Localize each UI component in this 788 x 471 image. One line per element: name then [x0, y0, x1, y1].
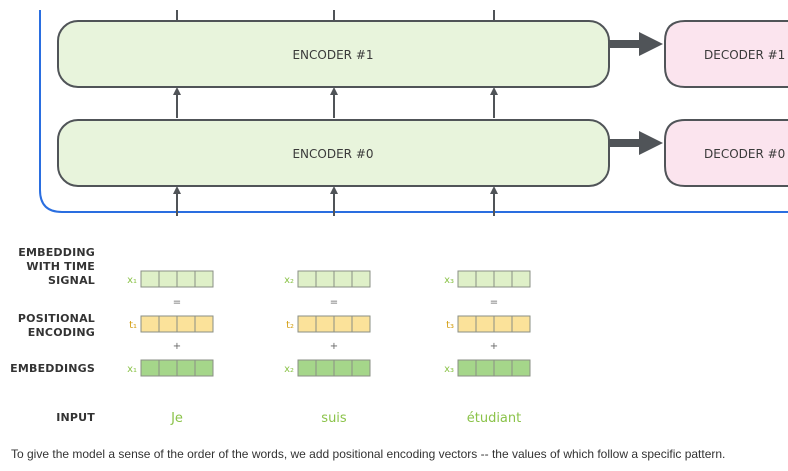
column-2: x₂ t₂ x₂ = + suis: [284, 270, 371, 426]
positional-vector-cell: [457, 315, 477, 333]
positional-vector-cell: [511, 315, 531, 333]
svg-text:WITH TIME: WITH TIME: [26, 260, 95, 273]
plus-sign: +: [330, 341, 338, 352]
sum-vector-cell: [457, 270, 477, 288]
positional-vector-cell: [351, 315, 371, 333]
sum-vector-cell: [511, 270, 531, 288]
embedding-vector-cell: [297, 359, 317, 377]
embedding-vector-cell: [351, 359, 371, 377]
sum-vector-cell: [493, 270, 513, 288]
embedding-vector-cell: [194, 359, 214, 377]
positional-vector-cell: [140, 315, 160, 333]
equals-sign: =: [330, 297, 338, 308]
embedding-vector-2: x₂: [284, 359, 371, 377]
column-1: x₁ t₁ x₁ = + Je: [127, 270, 214, 426]
svg-text:EMBEDDING: EMBEDDING: [18, 246, 95, 259]
svg-text:SIGNAL: SIGNAL: [48, 274, 95, 287]
embedding-vector-cell: [333, 359, 353, 377]
embedding-vector-label: x₃: [444, 364, 454, 375]
transformer-diagram: ENCODER #1 ENCODER #0 DECODER #1 DECODER…: [10, 10, 788, 426]
sum-vector-cell: [194, 270, 214, 288]
embedding-vector-cell: [140, 359, 160, 377]
plus-sign: +: [490, 341, 498, 352]
embedding-vector-cell: [475, 359, 495, 377]
sum-vector-cell: [140, 270, 160, 288]
svg-text:POSITIONAL: POSITIONAL: [18, 312, 95, 325]
column-3: x₃ t₃ x₃ = + étudiant: [444, 270, 531, 426]
positional-vector-cell: [176, 315, 196, 333]
embedding-vector-cell: [158, 359, 178, 377]
sum-vector-1: x₁: [127, 270, 214, 288]
decoder-1-label: DECODER #1: [704, 48, 785, 62]
input-word-1: Je: [170, 411, 183, 426]
positional-vector-1: t₁: [129, 315, 214, 333]
encoder-0-label: ENCODER #0: [292, 147, 373, 161]
positional-vector-cell: [194, 315, 214, 333]
embedding-vector-label: x₁: [127, 364, 137, 375]
positional-vector-2: t₂: [286, 315, 371, 333]
embedding-vector-cell: [493, 359, 513, 377]
encoder-1-label: ENCODER #1: [292, 48, 373, 62]
sum-vector-cell: [297, 270, 317, 288]
positional-vector-cell: [333, 315, 353, 333]
positional-vector-label: t₂: [286, 320, 294, 331]
plus-sign: +: [173, 341, 181, 352]
positional-vector-cell: [158, 315, 178, 333]
figure-caption: To give the model a sense of the order o…: [11, 447, 726, 461]
sum-vector-label: x₁: [127, 275, 137, 286]
input-word-3: étudiant: [467, 411, 522, 426]
sum-vector-cell: [158, 270, 178, 288]
sum-vector-cell: [351, 270, 371, 288]
decoder-0-box: [664, 119, 788, 187]
embedding-vector-cell: [457, 359, 477, 377]
decoder-1-box: [664, 20, 788, 88]
positional-vector-3: t₃: [446, 315, 531, 333]
encoder-stack-container: [39, 10, 788, 213]
sum-vector-label: x₃: [444, 275, 454, 286]
sum-vector-cell: [475, 270, 495, 288]
positional-vector-label: t₃: [446, 320, 454, 331]
decoder-0-label: DECODER #0: [704, 147, 785, 161]
positional-vector-cell: [297, 315, 317, 333]
row-label-input: INPUT: [56, 411, 95, 424]
positional-vector-cell: [493, 315, 513, 333]
vector-columns: x₁ t₁ x₁ = + Je x₂ t₂ x₂ = + suis x₃ t₃ x₃ = + étudiant: [127, 270, 531, 426]
embedding-vector-cell: [176, 359, 196, 377]
embedding-vector-1: x₁: [127, 359, 214, 377]
sum-vector-cell: [315, 270, 335, 288]
row-label-positional: POSITIONAL ENCODING: [18, 312, 95, 339]
row-label-embeddings: EMBEDDINGS: [10, 362, 95, 375]
sum-vector-label: x₂: [284, 275, 294, 286]
row-label-embedding-time: EMBEDDING WITH TIME SIGNAL: [18, 246, 95, 287]
sum-vector-cell: [333, 270, 353, 288]
embedding-vector-3: x₃: [444, 359, 531, 377]
svg-text:ENCODING: ENCODING: [28, 326, 95, 339]
input-word-2: suis: [321, 411, 347, 426]
embedding-vector-label: x₂: [284, 364, 294, 375]
positional-vector-cell: [315, 315, 335, 333]
positional-vector-cell: [475, 315, 495, 333]
sum-vector-2: x₂: [284, 270, 371, 288]
arrow-enc1-dec1: [609, 32, 663, 56]
embedding-vector-cell: [315, 359, 335, 377]
positional-vector-label: t₁: [129, 320, 137, 331]
sum-vector-3: x₃: [444, 270, 531, 288]
arrow-enc0-dec0: [609, 131, 663, 155]
equals-sign: =: [490, 297, 498, 308]
equals-sign: =: [173, 297, 181, 308]
sum-vector-cell: [176, 270, 196, 288]
embedding-vector-cell: [511, 359, 531, 377]
